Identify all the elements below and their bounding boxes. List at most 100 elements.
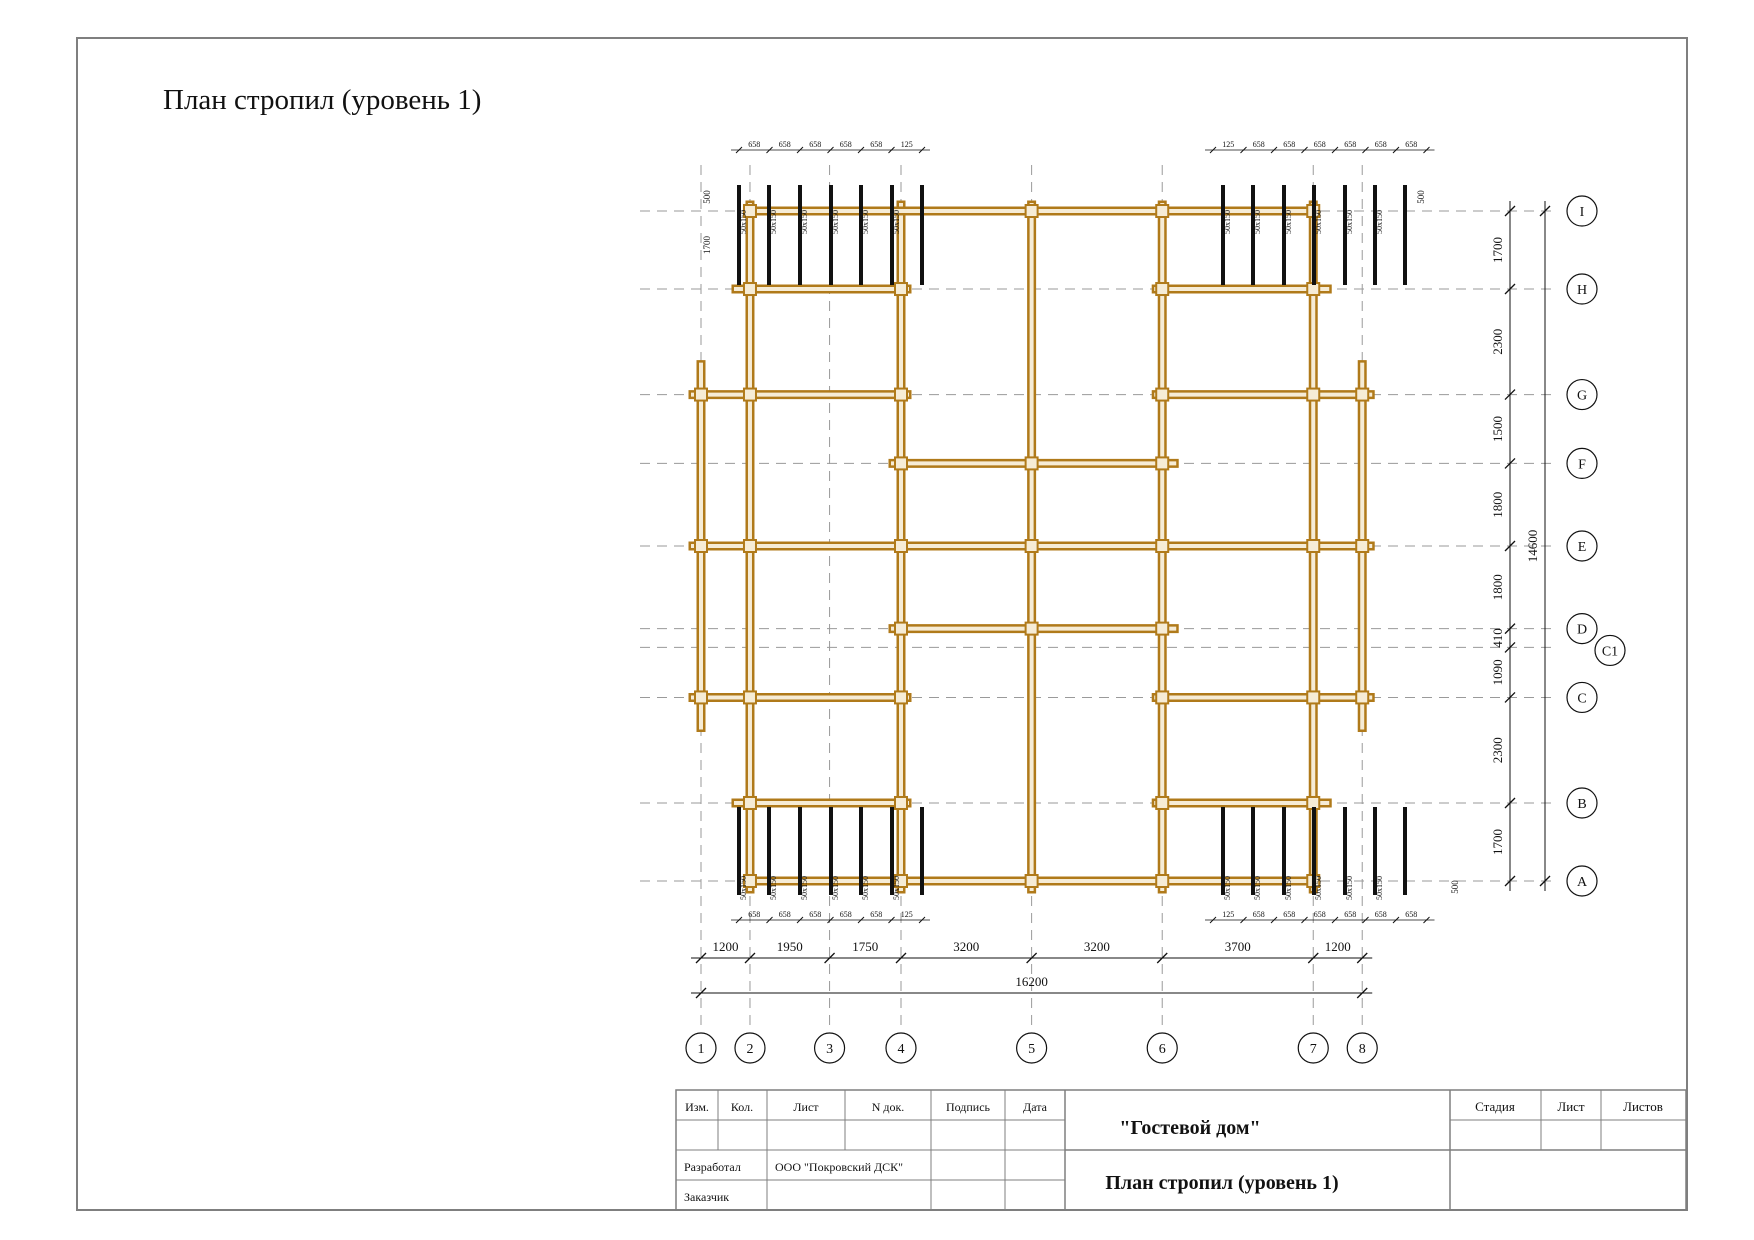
post-1c [694, 690, 708, 705]
rafter-section-top-left-3: 50x150 [831, 210, 840, 234]
dim-tick [695, 952, 707, 964]
spacing-top-left-0: 658 [748, 140, 760, 149]
axis-bubble-i-circle [1566, 195, 1598, 227]
axis-bubble-c-circle [1566, 681, 1598, 714]
spacing-bottom-right-tick [1270, 916, 1278, 924]
axis-bubble-b-label: B [1577, 797, 1586, 812]
spacing-top-right-tick [1301, 146, 1308, 154]
rafter-section-bottom-right-4: 50x150 [1345, 876, 1354, 900]
tb-developed-value: ООО "Покровский ДСК" [775, 1160, 903, 1174]
dim-tick [824, 952, 836, 964]
dim-tick [1539, 875, 1551, 887]
spacing-top-left-1: 658 [779, 140, 791, 149]
dim-tick [1504, 283, 1516, 295]
axis-bubble-7-label: 7 [1310, 1042, 1317, 1057]
dim-tick [1504, 641, 1516, 653]
post-2g [742, 387, 757, 402]
spacing-bottom-right-1: 658 [1253, 910, 1265, 919]
spacing-bottom-right-tick [1301, 916, 1308, 924]
spacing-bottom-left-4: 658 [870, 910, 882, 919]
axis-bubble-d-circle [1566, 613, 1598, 645]
title-block: Изм. Кол. Лист N док. Подпись Дата Разра… [675, 1089, 1687, 1211]
post-5e [1024, 539, 1039, 554]
tb-header-izm: Изм. [685, 1100, 709, 1114]
spacing-bottom-right-tick [1331, 916, 1339, 924]
axis-bubble-g-label: G [1577, 389, 1587, 404]
spacing-top-right-4: 658 [1344, 140, 1356, 149]
spacing-top-right-tick [1423, 146, 1430, 154]
dim-tick [895, 952, 907, 964]
tb-header-list: Лист [793, 1100, 819, 1114]
axis-bubble-1-label: 1 [698, 1042, 705, 1057]
overhang-top-right: 500 [1416, 190, 1426, 204]
rafter-section-bottom-left-3: 50x150 [831, 876, 840, 900]
post-4e [894, 539, 908, 554]
post-5d [1024, 621, 1039, 636]
overhang-top-left: 500 [702, 190, 712, 204]
post-2b [742, 795, 757, 810]
dim-tick [1504, 540, 1516, 552]
post-5f [1024, 456, 1039, 471]
post-4g [894, 387, 908, 402]
rafter-section-top-left-1: 50x150 [769, 210, 778, 234]
dim-tick [1307, 952, 1319, 964]
dim-x-5: 3700 [1225, 939, 1251, 954]
axis-bubble-6-label: 6 [1159, 1042, 1166, 1057]
axis-bubble-e-label: E [1578, 540, 1587, 555]
dim-y-4: 1800 [1490, 574, 1505, 600]
post-4h [894, 282, 908, 297]
tb-developed-label: Разработал [684, 1160, 741, 1174]
dim-tick [1026, 952, 1038, 964]
post-4b [894, 795, 908, 810]
axis-bubble-6-circle [1146, 1032, 1178, 1064]
dim-tick [1504, 205, 1516, 217]
spacing-top-left-5: 125 [901, 140, 913, 149]
tb-stage-header: Стадия [1475, 1099, 1515, 1114]
axis-bubble-i-label: I [1580, 205, 1585, 220]
axis-bubble-2-label: 2 [746, 1042, 753, 1057]
axis-bubble-c1-circle [1594, 634, 1626, 667]
spacing-top-right-tick [1392, 146, 1400, 154]
post-4c [894, 690, 908, 705]
post-4d [894, 621, 908, 636]
post-4a [894, 874, 908, 888]
axis-bubble-5-circle [1016, 1032, 1048, 1064]
post-8c [1355, 690, 1370, 705]
tb-header-podpis: Подпись [946, 1100, 991, 1114]
axis-bubble-a-label: A [1577, 875, 1588, 890]
spacing-top-right-6: 658 [1405, 140, 1417, 149]
spacing-bottom-right-2: 658 [1283, 910, 1295, 919]
rafter-section-bottom-right-1: 50x150 [1253, 876, 1262, 900]
rafter-section-bottom-right-2: 50x150 [1284, 876, 1293, 900]
axis-bubble-2-circle [734, 1032, 766, 1064]
rafter-section-top-right-3: 50x150 [1314, 210, 1323, 234]
post-2i [742, 204, 757, 219]
spacing-bottom-left-tick [827, 916, 834, 924]
spacing-bottom-right-4: 658 [1344, 910, 1356, 919]
dim-tick [1356, 987, 1368, 999]
spacing-bottom-left-tick [796, 916, 804, 924]
rafter-section-top-left-0: 50x150 [739, 210, 748, 234]
post-6d [1155, 621, 1170, 636]
spacing-top-left-3: 658 [840, 140, 852, 149]
rafter-section-top-right-0: 50x150 [1223, 210, 1232, 234]
post-2c [742, 690, 757, 705]
post-5a [1024, 874, 1039, 888]
axis-bubble-c-label: C [1577, 691, 1586, 706]
rafter-section-top-left-2: 50x150 [800, 210, 809, 234]
spacing-top-right-1: 658 [1253, 140, 1265, 149]
spacing-top-right-tick [1362, 146, 1369, 154]
spacing-bottom-left-1: 658 [779, 910, 791, 919]
overhang-bottom-right: 500 [1450, 880, 1460, 894]
post-6b [1155, 795, 1170, 810]
tb-customer-label: Заказчик [684, 1190, 729, 1204]
post-2a [742, 874, 757, 888]
dim-x-1: 1950 [777, 939, 803, 954]
dim-tick [695, 987, 707, 999]
spacing-top-left-tick [918, 146, 926, 154]
spacing-top-left-tick [766, 146, 773, 154]
post-6h [1155, 282, 1170, 297]
spacing-bottom-left-0: 658 [748, 910, 760, 919]
dim-x-6: 1200 [1325, 939, 1351, 954]
